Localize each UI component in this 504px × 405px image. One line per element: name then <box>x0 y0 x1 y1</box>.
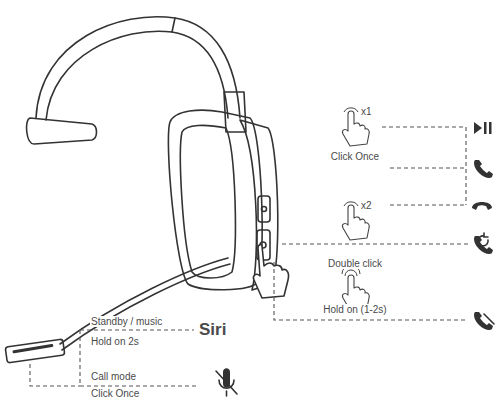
button-label: x2 <box>360 200 373 211</box>
button-label: x1 <box>360 106 373 117</box>
button-label: Click Once <box>330 151 380 162</box>
button-label: Siri <box>198 321 227 340</box>
button-label: Double click <box>327 258 383 269</box>
button-label: Standby / music <box>90 316 163 327</box>
button-label: Click Once <box>90 388 140 399</box>
button-label: Call mode <box>90 371 137 382</box>
button-label: Hold on (1-2s) <box>322 304 387 315</box>
button-label: Hold on 2s <box>90 336 140 347</box>
